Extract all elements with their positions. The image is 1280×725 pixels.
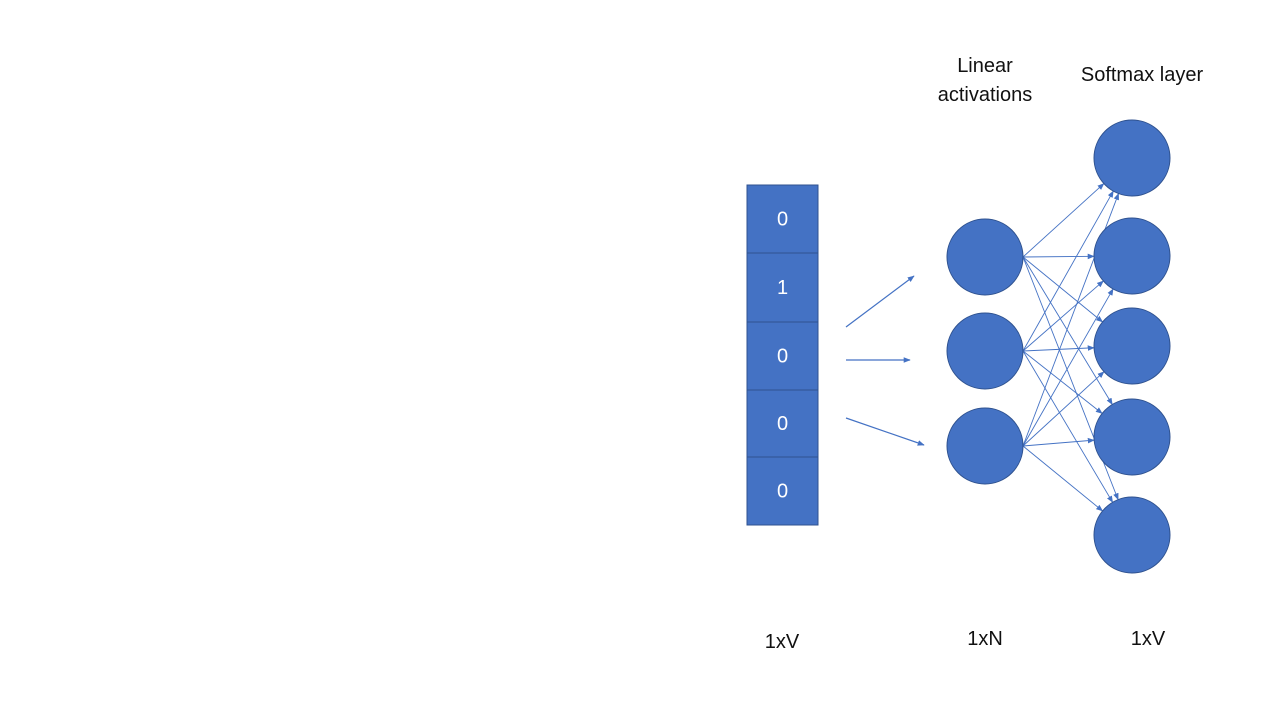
hidden-layer-title-line2: activations — [937, 84, 1033, 106]
connection-edge — [1022, 256, 1104, 323]
connection-edge — [1022, 350, 1103, 414]
input-cell-value: 0 — [777, 345, 788, 367]
output-node — [1093, 496, 1171, 574]
connection-edge — [1022, 350, 1114, 503]
output-dim-label: 1xV — [1130, 628, 1166, 650]
input-vector: 0 1 0 0 0 — [746, 184, 819, 526]
connection-edge — [1022, 190, 1114, 352]
output-node — [1093, 398, 1171, 476]
output-node — [1093, 217, 1171, 295]
hidden-node — [946, 312, 1024, 390]
input-to-hidden-arrows — [845, 275, 925, 446]
connection-edge — [1022, 345, 1095, 352]
connection-edge — [1022, 253, 1095, 260]
input-cell-value: 1 — [777, 277, 788, 299]
input-cell — [746, 456, 819, 526]
hidden-node — [946, 218, 1024, 296]
hidden-node — [946, 407, 1024, 485]
connection-edge — [1022, 280, 1104, 352]
hidden-to-output-edges — [1022, 183, 1119, 512]
output-node — [1093, 119, 1171, 197]
input-cell — [746, 389, 819, 458]
connection-edge — [1022, 183, 1105, 258]
connection-edge — [1022, 445, 1104, 512]
input-arrow — [845, 275, 915, 328]
hidden-layer-title: Linear activations — [915, 52, 1055, 110]
connection-edge — [1022, 288, 1114, 447]
output-node — [1093, 307, 1171, 385]
hidden-dim-label: 1xN — [967, 628, 1003, 650]
connection-edge — [1022, 437, 1095, 447]
hidden-layer-nodes — [946, 218, 1024, 485]
connection-edge — [1022, 256, 1113, 406]
input-cell-value: 0 — [777, 208, 788, 230]
output-layer-title: Softmax layer — [1080, 64, 1204, 86]
connection-edge — [1022, 371, 1105, 447]
hidden-layer-title-line1: Linear — [957, 55, 1013, 77]
input-dim-label: 1xV — [764, 631, 800, 653]
input-cell-value: 0 — [777, 480, 788, 502]
output-layer-nodes — [1093, 119, 1171, 574]
input-arrow — [845, 417, 925, 446]
input-cell-value: 0 — [777, 413, 788, 435]
